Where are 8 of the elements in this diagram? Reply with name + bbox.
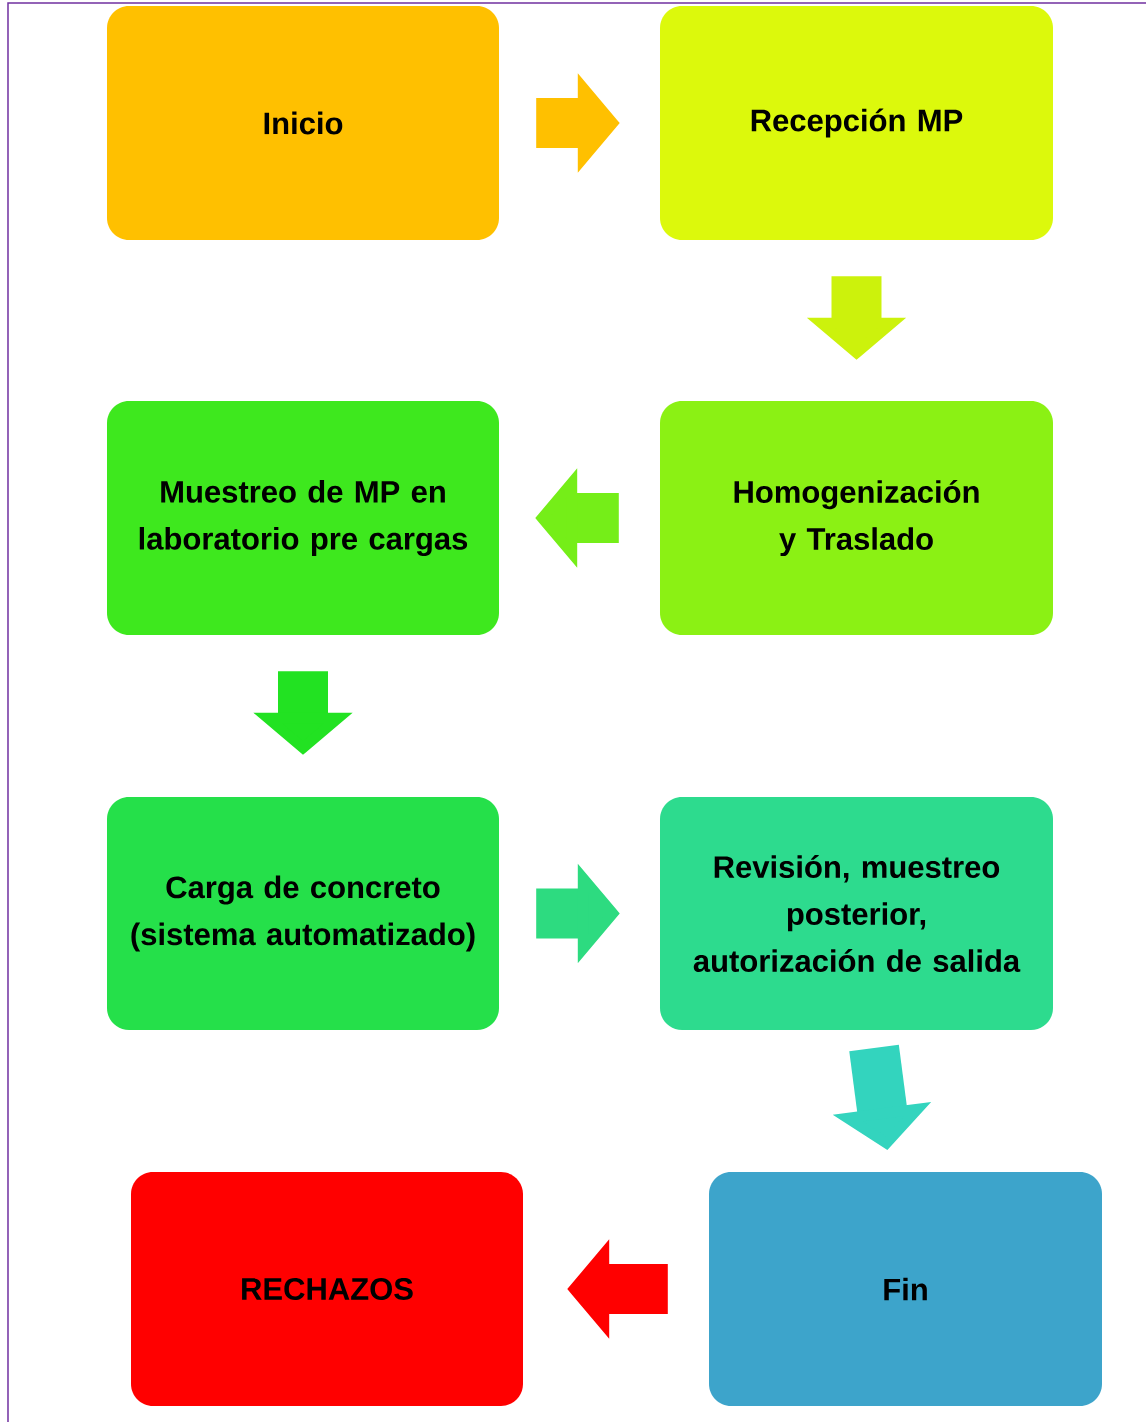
process-box: Muestreo de MP en laboratorio pre cargas [107, 401, 499, 635]
process-box: Carga de concreto (sistema automatizado) [107, 797, 499, 1030]
process-box: Homogenización y Traslado [660, 401, 1053, 635]
process-box: Recepción MP [660, 6, 1053, 240]
process-box: Fin [709, 1172, 1102, 1406]
process-box: Revisión, muestreo posterior, autorización de salida [660, 797, 1053, 1030]
process-box: RECHAZOS [131, 1172, 523, 1406]
process-box: Inicio [107, 6, 499, 240]
